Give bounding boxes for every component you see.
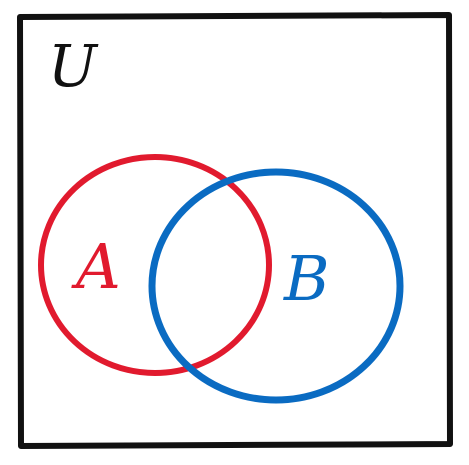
set-a-label: A xyxy=(71,230,121,303)
set-b-circle xyxy=(148,168,404,404)
universe-label: U xyxy=(48,32,99,100)
set-b-label: B xyxy=(283,242,330,315)
set-a-circle xyxy=(38,154,272,376)
universe-frame xyxy=(17,12,453,449)
